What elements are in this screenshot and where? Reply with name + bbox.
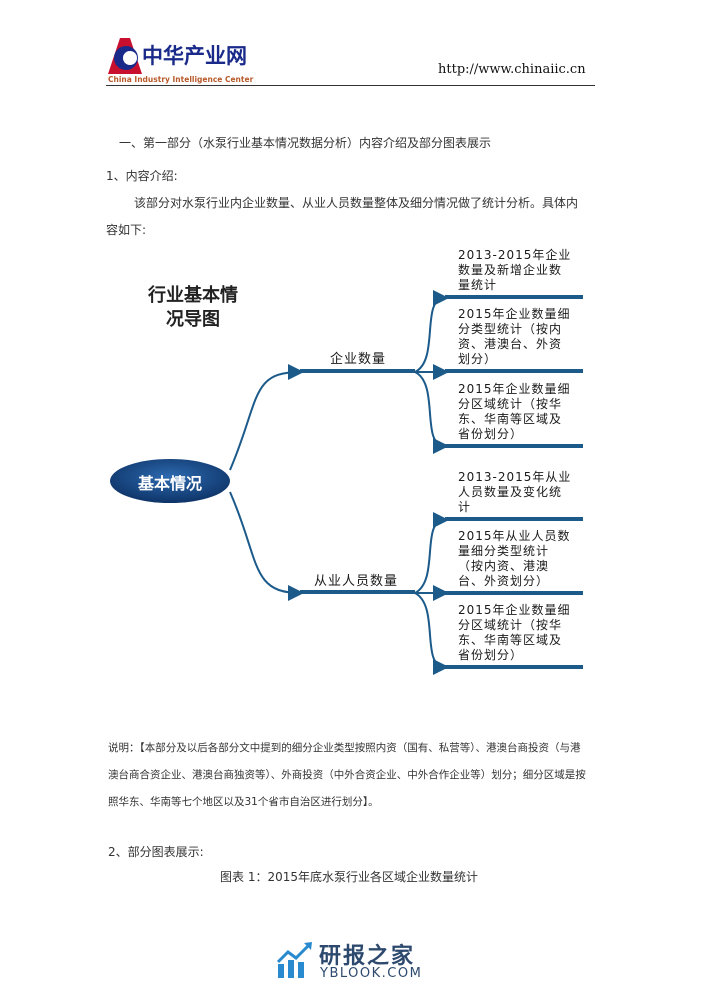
mindmap-title: 行业基本情 况导图 xyxy=(136,284,250,332)
logo-text: 中华产业网 xyxy=(142,44,247,68)
note-line: 说明：【本部分及以后各部分文中提到的细分企业类型按照内资（国有、私营等）、港澳台… xyxy=(108,742,581,754)
leaf-line: 分区域统计（按华 xyxy=(458,618,563,632)
leaf-line: 2015年企业数量细 xyxy=(458,382,571,396)
leaf-line: 2013-2015年企业 xyxy=(458,248,572,262)
logo-subtitle: China Industry Intelligence Center xyxy=(108,75,254,84)
mindmap-root: 基本情况 xyxy=(137,474,202,493)
figure-caption: 图表 1：2015年底水泵行业各区域企业数量统计 xyxy=(220,870,478,884)
leaf-line: 量细分类型统计 xyxy=(458,544,550,558)
intro-text-cont: 容如下: xyxy=(106,223,147,237)
leaf-line: 省份划分） xyxy=(458,648,524,662)
leaf-line: 数量及新增企业数 xyxy=(458,263,563,277)
watermark-text: 研报之家 xyxy=(319,944,416,969)
leaf-line: 人员数量及变化统 xyxy=(458,485,563,499)
leaf-line: 分类型统计（按内 xyxy=(458,322,563,336)
branch-enterprise-count: 企业数量 xyxy=(330,352,387,367)
logo-mark xyxy=(108,38,142,74)
header-divider xyxy=(106,85,595,86)
leaf-line: 划分） xyxy=(458,352,498,366)
watermark-icon xyxy=(276,940,314,982)
mindmap-leaf: 2013-2015年企业数量及新增企业数量统计 xyxy=(458,248,571,293)
header-url[interactable]: http://www.chinaiic.cn xyxy=(438,62,586,77)
mindmap-leaf: 2015年企业数量细分类型统计（按内资、港澳台、外资划分） xyxy=(458,307,571,367)
intro-text: 该部分对水泵行业内企业数量、从业人员数量整体及细分情况做了统计分析。具体内 xyxy=(134,196,579,210)
leaf-line: 分区域统计（按华 xyxy=(458,397,563,411)
leaf-line: 2013-2015年从业 xyxy=(458,470,572,484)
leaf-line: 东、华南等区域及 xyxy=(458,633,563,647)
leaf-line: 省份划分） xyxy=(458,427,524,441)
leaf-line: 2015年从业人员数 xyxy=(458,529,571,543)
intro-heading: 1、内容介绍: xyxy=(106,169,178,183)
note-line: 照华东、华南等七个地区以及31个省市自治区进行划分】。 xyxy=(108,796,379,808)
leaf-line: 2015年企业数量细 xyxy=(458,307,571,321)
leaf-line: 2015年企业数量细 xyxy=(458,603,571,617)
leaf-line: 量统计 xyxy=(458,278,498,292)
leaf-line: 东、华南等区域及 xyxy=(458,412,563,426)
mindmap-leaf: 2015年企业数量细分区域统计（按华东、华南等区域及省份划分） xyxy=(458,603,571,663)
charts-heading: 2、部分图表展示: xyxy=(108,845,204,859)
mindmap-leaf: 2013-2015年从业人员数量及变化统计 xyxy=(458,470,571,515)
leaf-line: 计 xyxy=(458,500,472,514)
leaf-line: 资、港澳台、外资 xyxy=(458,337,563,351)
note-line: 澳台商合资企业、港澳台商独资等）、外商投资（中外合资企业、中外合作企业等）划分；… xyxy=(108,769,586,781)
branch-employee-count: 从业人员数量 xyxy=(314,574,399,589)
mindmap-leaf: 2015年从业人员数量细分类型统计（按内资、港澳台、外资划分） xyxy=(458,529,571,589)
section-title: 一、第一部分（水泵行业基本情况数据分析）内容介绍及部分图表展示 xyxy=(119,136,492,150)
leaf-line: 台、外资划分） xyxy=(458,574,550,588)
mindmap-leaf: 2015年企业数量细分区域统计（按华东、华南等区域及省份划分） xyxy=(458,382,571,442)
mindmap-title-line: 行业基本情 xyxy=(148,285,238,306)
mindmap-title-line: 况导图 xyxy=(166,309,220,330)
watermark-url: YBLOOK.COM xyxy=(320,966,423,981)
leaf-line: （按内资、港澳 xyxy=(458,559,550,573)
